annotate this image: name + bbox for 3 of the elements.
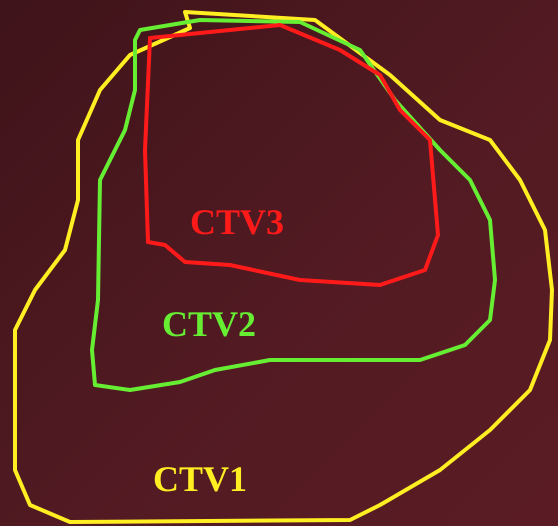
contour-label: CTV3 [190, 204, 284, 240]
contour-label: CTV1 [153, 461, 248, 497]
contour-label: CTV2 [162, 306, 256, 342]
